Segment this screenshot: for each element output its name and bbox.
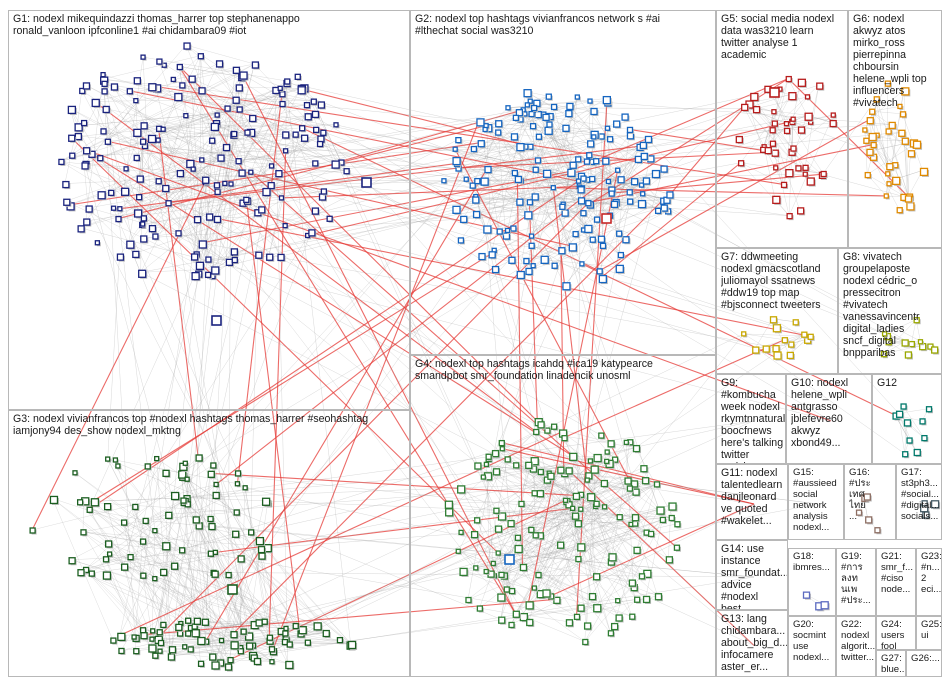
group-box-g20: G20: socmint use nodexl... [788,616,836,677]
group-box-g4: G4: nodexl top hashtags icahdq #ica19 ka… [410,355,716,677]
group-label-g21: G21: smr_f... #ciso node... [881,551,913,595]
group-label-g1: G1: nodexl mikequindazzi thomas_harrer t… [13,13,300,37]
group-label-g2: G2: nodexl top hashtags vivianfrancos ne… [415,13,660,37]
group-label-g4: G4: nodexl top hashtags icahdq #ica19 ka… [415,358,653,382]
group-box-g10: G10: nodexl helene_wpli antgrasso jblefe… [786,374,872,464]
group-label-g11: G11: nodexl talentedlearn danjleonard ve… [721,467,782,527]
group-box-g2: G2: nodexl top hashtags vivianfrancos ne… [410,10,716,355]
group-label-g5: G5: social media nodexl data was3210 lea… [721,13,834,61]
group-label-g18: G18: ibmres... [793,551,830,573]
group-label-g7: G7: ddwmeeting nodexl gmacscotland julio… [721,251,821,311]
group-box-g7: G7: ddwmeeting nodexl gmacscotland julio… [716,248,838,374]
group-box-g12: G12 [872,374,942,464]
group-box-g18: G18: ibmres... [788,548,836,616]
group-box-g16: G16: #ประ เทศ ไทย ... [844,464,896,540]
group-label-g17: G17: st3ph3... #social... #digital... so… [901,467,939,522]
group-box-g8: G8: vivatech groupelaposte nodexl cédric… [838,248,942,374]
group-label-g12: G12 [877,377,897,389]
group-box-g21: G21: smr_f... #ciso node... [876,548,916,616]
group-label-g8: G8: vivatech groupelaposte nodexl cédric… [843,251,920,359]
group-label-g6: G6: nodexl akwyz atos mirko_ross pierrep… [853,13,927,109]
group-label-g26: G26:... [911,653,940,664]
group-box-g14: G14: use instance smr_foundat... advice … [716,540,788,610]
group-label-g22: G22: nodexl algorit... twitter... [841,619,875,663]
group-label-g10: G10: nodexl helene_wpli antgrasso jblefe… [791,377,848,449]
group-label-g15: G15: #aussieed social network analysis n… [793,467,837,533]
group-label-g19: G19: #การ ลงท ุนเพ #ประ... [841,551,871,606]
group-label-g25: G25: ui [921,619,941,641]
group-box-g11: G11: nodexl talentedlearn danjleonard ve… [716,464,788,540]
group-box-g1: G1: nodexl mikequindazzi thomas_harrer t… [8,10,410,410]
group-box-g22: G22: nodexl algorit... twitter... [836,616,876,677]
group-box-g6: G6: nodexl akwyz atos mirko_ross pierrep… [848,10,942,248]
group-label-g16: G16: #ประ เทศ ไทย ... [849,467,871,522]
group-label-g20: G20: socmint use nodexl... [793,619,829,663]
group-box-g27: G27: blue... [876,650,906,677]
group-label-g9: G9: #kombucha week nodexl rkymtnnaturals… [721,377,785,463]
group-box-g23: G23: #n... 2 eci... [916,548,942,616]
group-box-g19: G19: #การ ลงท ุนเพ #ประ... [836,548,876,616]
group-label-g3: G3: nodexl vivianfrancos top #nodexl has… [13,413,368,437]
group-box-g15: G15: #aussieed social network analysis n… [788,464,844,540]
group-box-g26: G26:... [906,650,942,677]
group-label-g27: G27: blue... [881,653,905,675]
group-label-g13: G13: lang chidambara... about_big_d... i… [721,613,787,673]
group-box-g17: G17: st3ph3... #social... #digital... so… [896,464,942,540]
group-box-g25: G25: ui [916,616,942,650]
group-box-g24: G24: users fool [876,616,916,650]
group-box-g9: G9: #kombucha week nodexl rkymtnnaturals… [716,374,786,464]
group-label-g14: G14: use instance smr_foundat... advice … [721,543,787,609]
group-box-g5: G5: social media nodexl data was3210 lea… [716,10,848,248]
group-label-g24: G24: users fool [881,619,904,649]
group-label-g23: G23: #n... 2 eci... [921,551,941,595]
group-box-g13: G13: lang chidambara... about_big_d... i… [716,610,788,677]
group-box-g3: G3: nodexl vivianfrancos top #nodexl has… [8,410,410,677]
